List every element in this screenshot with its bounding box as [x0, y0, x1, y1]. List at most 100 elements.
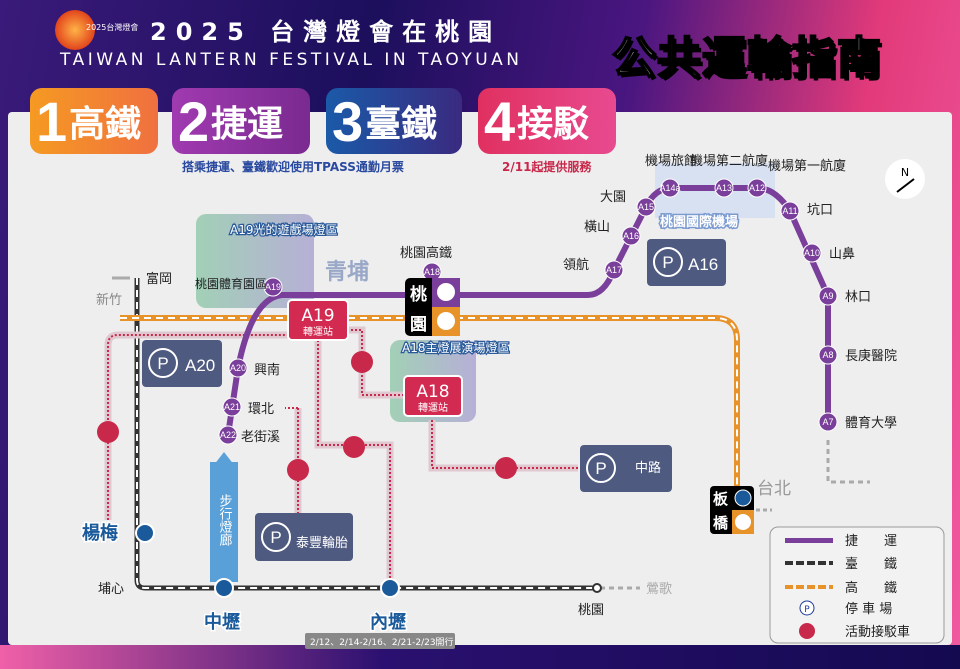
- svg-text:A14a: A14a: [659, 183, 680, 193]
- a19-zone-label: A19光的遊戲場燈區: [230, 222, 337, 237]
- svg-text:楊梅: 楊梅: [82, 522, 118, 544]
- a19-zone: [196, 214, 314, 308]
- svg-text:中壢: 中壢: [204, 611, 240, 633]
- svg-text:A22: A22: [220, 430, 236, 440]
- walking-lantern-corridor: 步行燈廊: [210, 452, 238, 582]
- svg-text:內壢: 內壢: [370, 612, 406, 633]
- svg-text:A16: A16: [688, 255, 718, 274]
- tra-station-neili[interactable]: 內壢: [369, 578, 408, 635]
- svg-text:板: 板: [713, 490, 729, 508]
- banqiao-hub[interactable]: 板 橋: [710, 486, 754, 534]
- shuttle-bus-icon: [343, 436, 365, 458]
- svg-text:橋: 橋: [713, 514, 729, 532]
- svg-text:桃園高鐵: 桃園高鐵: [400, 245, 452, 261]
- svg-text:A9: A9: [822, 291, 833, 301]
- neili-note-bg: [305, 633, 455, 649]
- tab-number: 3: [332, 89, 364, 153]
- railway-logo-icon: [734, 489, 752, 507]
- svg-text:A17: A17: [606, 265, 622, 275]
- svg-text:長庚醫院: 長庚醫院: [845, 348, 897, 364]
- tra-station-yangmei[interactable]: 楊梅: [81, 521, 155, 546]
- airport-label: 桃園國際機場: [660, 214, 738, 230]
- parking-icon: [586, 453, 616, 483]
- svg-text:A19: A19: [301, 306, 334, 326]
- legend: P 捷 運 臺 鐵 高 鐵 停 車 場 活動接駁車: [769, 526, 945, 644]
- metro-extension-arrow: [826, 440, 870, 484]
- svg-text:A19: A19: [265, 282, 281, 292]
- page-subtitle: TAIWAN LANTERN FESTIVAL IN TAOYUAN: [60, 50, 523, 70]
- taoyuan-tra-label: 桃園: [578, 603, 604, 618]
- svg-text:A10: A10: [804, 248, 820, 258]
- parking-taifeng[interactable]: P 泰豐輪胎: [255, 513, 353, 561]
- fugang-label: 富岡: [146, 271, 172, 287]
- a18-transfer-station[interactable]: A18 轉運站: [403, 375, 463, 417]
- station-a17[interactable]: A17 領航: [563, 257, 624, 280]
- svg-text:A12: A12: [749, 183, 765, 193]
- svg-text:臺 鐵: 臺 鐵: [845, 556, 897, 572]
- svg-text:中路: 中路: [635, 460, 661, 476]
- station-a15[interactable]: A15 大園: [600, 190, 656, 217]
- shuttle-bus-icon: [97, 421, 119, 443]
- svg-text:泰豐輪胎: 泰豐輪胎: [296, 535, 348, 551]
- svg-text:橫山: 橫山: [584, 220, 610, 235]
- railway-line-dash: [136, 278, 595, 589]
- svg-text:N: N: [901, 166, 909, 179]
- svg-text:機場第一航廈: 機場第一航廈: [768, 158, 846, 174]
- neili-service-note: 2/12、2/14-2/16、2/21-2/23開行: [310, 636, 454, 648]
- hsr-line-dash: [120, 317, 738, 510]
- svg-text:大園: 大園: [600, 190, 626, 205]
- svg-text:A18: A18: [416, 382, 449, 402]
- logo-text: 2025台灣燈會: [86, 23, 139, 32]
- svg-text:領航: 領航: [563, 257, 589, 273]
- svg-text:坑口: 坑口: [807, 203, 833, 218]
- svg-text:山鼻: 山鼻: [829, 246, 855, 262]
- station-a10[interactable]: A10 山鼻: [802, 243, 855, 263]
- svg-text:桃園體育園區: 桃園體育園區: [195, 276, 267, 291]
- tab-label: 捷運: [211, 104, 284, 145]
- svg-text:A15: A15: [638, 202, 654, 212]
- svg-text:A21: A21: [224, 402, 240, 412]
- parking-icon: [261, 522, 291, 552]
- shuttle-bus-icons: [97, 351, 517, 481]
- taoyuan-hsr-hub[interactable]: 桃 園: [405, 278, 460, 336]
- svg-text:P: P: [804, 605, 810, 615]
- a19-transfer-station[interactable]: A19 轉運站: [287, 299, 349, 341]
- hsr-logo-icon: [735, 514, 751, 530]
- taoyuan-tra-station[interactable]: [592, 583, 602, 593]
- tab-label: 高鐵: [69, 104, 142, 145]
- shuttle-bus-icon: [799, 623, 815, 639]
- svg-text:高 鐵: 高 鐵: [845, 580, 897, 596]
- parking-icon: [148, 348, 178, 378]
- puxin-label: 埔心: [98, 582, 124, 597]
- tra-station-zhongli[interactable]: 中壢: [203, 578, 242, 635]
- parking-icon: [653, 247, 683, 277]
- tpass-note: 搭乘捷運、臺鐵歡迎使用TPASS通勤月票: [182, 160, 404, 174]
- svg-text:A20: A20: [230, 363, 246, 373]
- svg-text:A7: A7: [822, 417, 833, 427]
- svg-text:P: P: [270, 528, 281, 547]
- tab-label: 接駁: [517, 104, 590, 145]
- legend-metro-swatch: [785, 538, 833, 543]
